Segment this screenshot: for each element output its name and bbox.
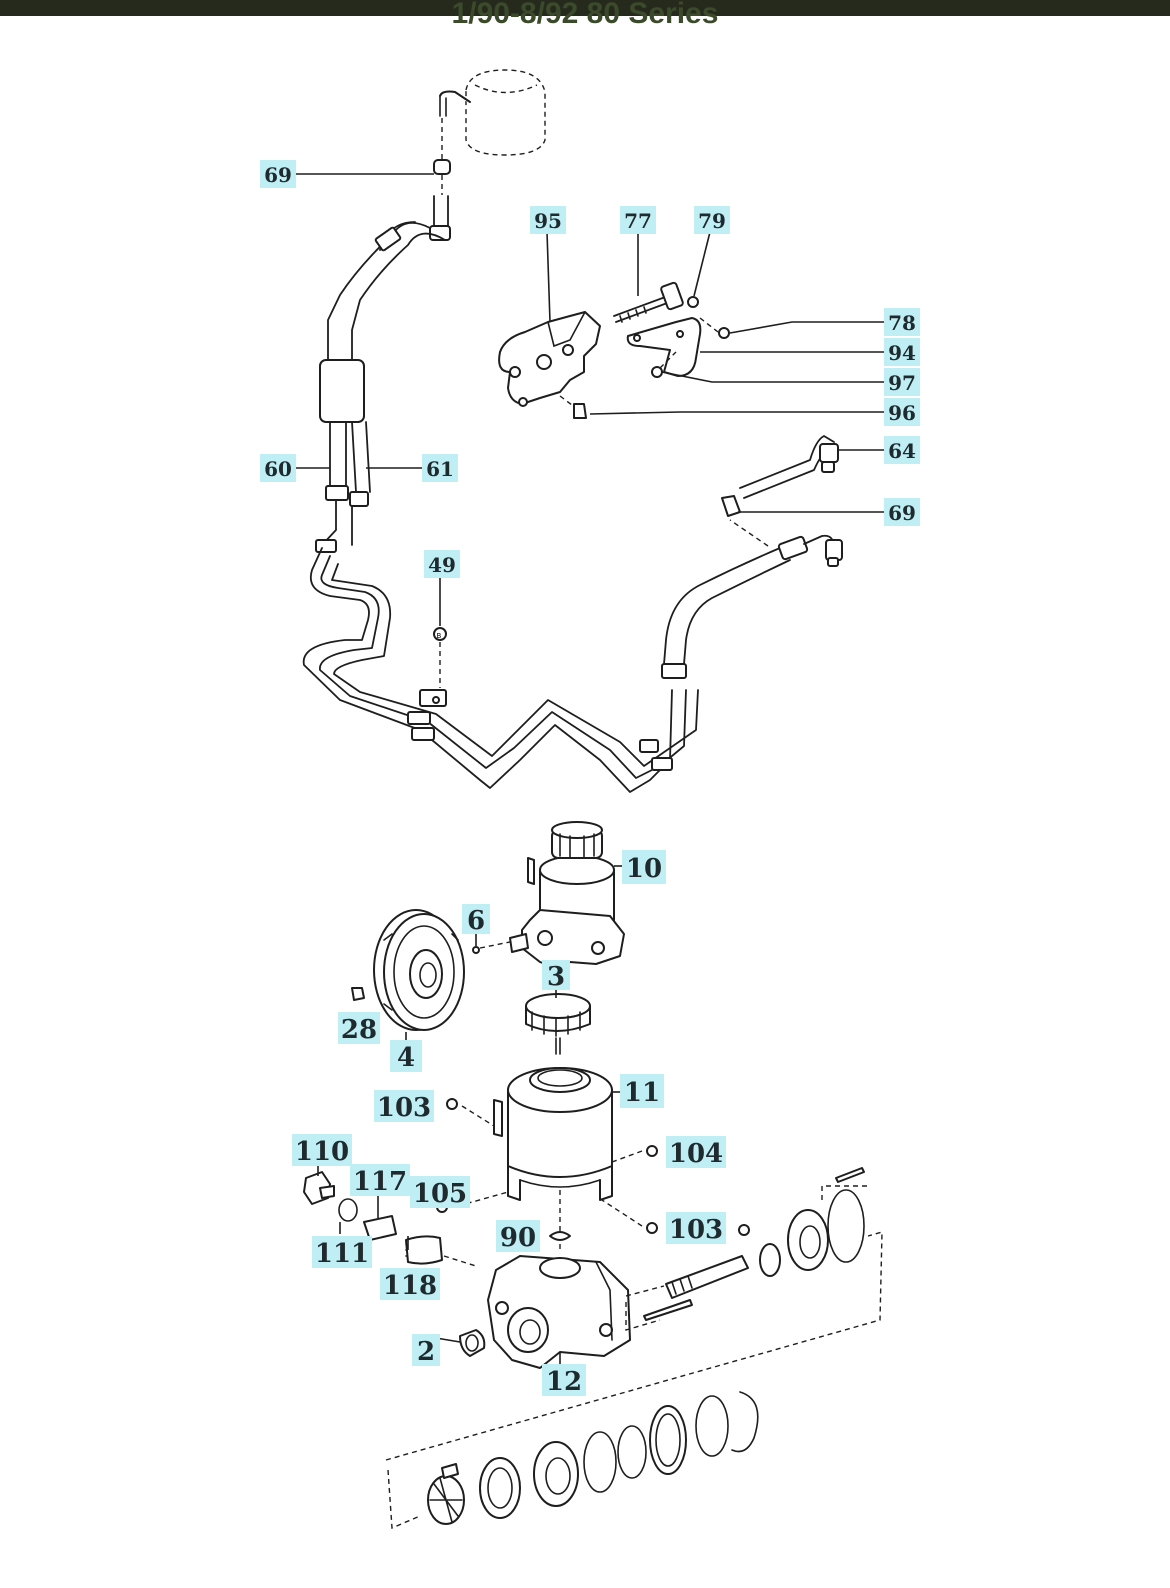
svg-text:96: 96 [888,401,916,425]
rear-housing-seals [643,1167,870,1321]
callout-117[interactable]: 117 [350,1164,410,1197]
svg-text:94: 94 [888,341,916,365]
svg-text:61: 61 [426,457,454,481]
svg-text:49: 49 [428,553,456,577]
svg-text:10: 10 [626,854,662,884]
svg-text:69: 69 [888,501,916,525]
callout-64[interactable]: 64 [884,436,920,464]
callout-105[interactable]: 105 [410,1176,470,1209]
return-hose-assembly [315,195,451,553]
callout-90[interactable]: 90 [496,1220,540,1253]
bolt-49: B [433,627,447,688]
callout-4[interactable]: 4 [390,1040,422,1073]
washer-78 [718,327,730,339]
pump-bracket [498,311,601,419]
callout-60[interactable]: 60 [260,454,296,482]
callout-103-lower[interactable]: 103 [666,1212,726,1245]
svg-text:4: 4 [397,1043,415,1073]
callout-96[interactable]: 96 [884,398,920,426]
callout-28[interactable]: 28 [338,1012,380,1045]
callout-94[interactable]: 94 [884,338,920,366]
svg-text:28: 28 [341,1015,377,1045]
callout-77[interactable]: 77 [620,206,656,234]
svg-text:103: 103 [669,1215,723,1245]
callout-3[interactable]: 3 [542,960,570,992]
callout-10[interactable]: 10 [622,850,666,884]
callout-104[interactable]: 104 [666,1136,726,1169]
callout-111[interactable]: 111 [312,1236,372,1269]
pump-cartridge-kit [385,1231,883,1530]
svg-text:117: 117 [353,1167,407,1197]
svg-text:79: 79 [698,209,726,233]
callout-69-right[interactable]: 69 [884,498,920,526]
svg-text:12: 12 [546,1367,582,1397]
svg-text:90: 90 [500,1223,536,1253]
callout-6[interactable]: 6 [462,904,490,936]
svg-text:104: 104 [669,1139,723,1169]
svg-text:111: 111 [315,1239,369,1269]
steel-pressure-tubes [302,519,843,793]
svg-text:105: 105 [413,1179,467,1209]
bracket-plate-94 [626,317,702,377]
svg-text:2: 2 [417,1337,435,1367]
svg-text:77: 77 [624,209,652,233]
bolt-77 [613,281,684,323]
callout-49[interactable]: 49 [424,550,460,578]
cap-3 [525,993,591,1055]
callout-95[interactable]: 95 [530,206,566,234]
callout-61[interactable]: 61 [422,454,458,482]
callout-79[interactable]: 79 [694,206,730,234]
svg-text:11: 11 [624,1078,660,1108]
callout-97[interactable]: 97 [884,368,920,396]
leader-lines [294,173,884,1364]
callout-118[interactable]: 118 [380,1268,440,1301]
callout-78[interactable]: 78 [884,308,920,336]
svg-text:118: 118 [383,1271,437,1301]
svg-text:103: 103 [377,1093,431,1123]
remote-reservoir [433,69,546,195]
callout-110[interactable]: 110 [292,1134,352,1167]
callout-12[interactable]: 12 [542,1364,586,1397]
svg-text:60: 60 [264,457,292,481]
top-bar [0,0,1170,16]
svg-text:97: 97 [888,371,916,395]
callout-103-upper[interactable]: 103 [374,1090,434,1123]
svg-text:B: B [437,632,442,640]
svg-text:6: 6 [467,906,485,936]
svg-text:64: 64 [888,439,916,463]
svg-text:95: 95 [534,209,562,233]
nut-97 [651,366,663,378]
page-title: 1/90-8/92 80 Series [451,0,719,30]
svg-text:110: 110 [295,1137,349,1167]
svg-text:78: 78 [888,311,916,335]
callout-2[interactable]: 2 [412,1334,440,1367]
pump-assembly-10 [509,821,625,969]
shaft [665,1224,750,1299]
reservoir-11 [493,1067,613,1250]
svg-text:3: 3 [547,962,565,992]
callout-69-top[interactable]: 69 [260,160,296,188]
pressure-line-64 [721,435,839,517]
key-6 [472,946,480,954]
pump-body-12 [487,1255,631,1369]
svg-text:69: 69 [264,163,292,187]
pulley-4 [373,909,465,1031]
nut-28 [351,987,365,1001]
callout-11[interactable]: 11 [620,1074,664,1108]
washer-79 [687,296,699,308]
